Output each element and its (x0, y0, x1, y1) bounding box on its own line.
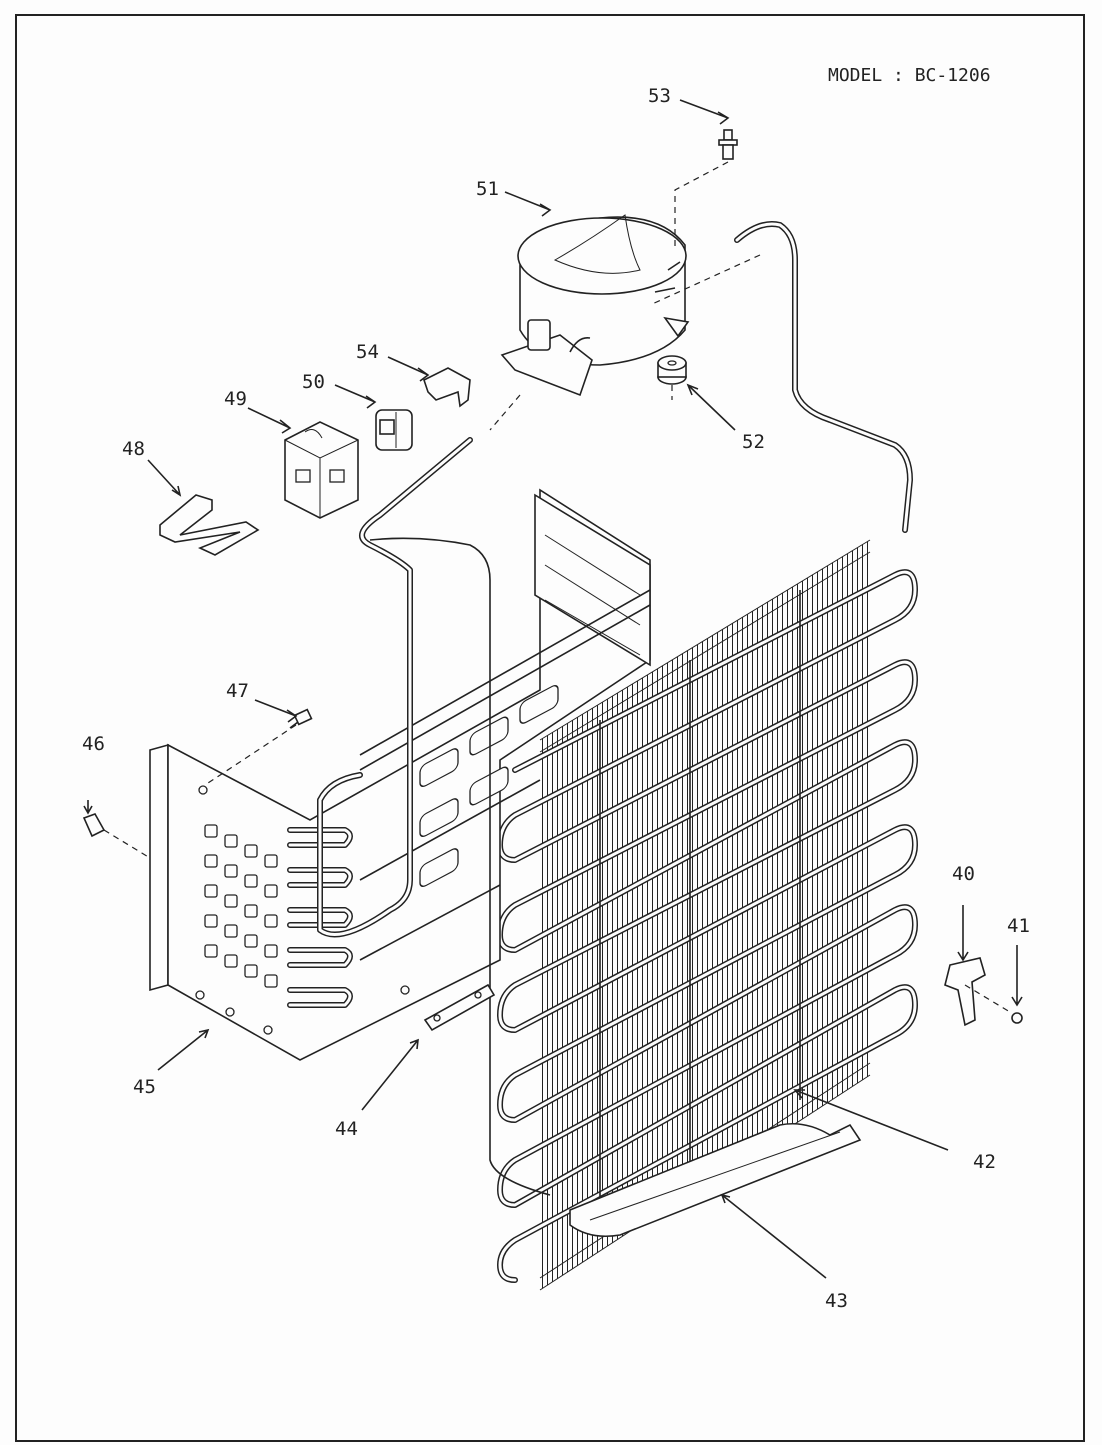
sheet-border (15, 14, 1085, 1442)
screw-41 (1011, 1012, 1023, 1024)
frame-slots (419, 684, 559, 888)
callout-45: 45 (133, 1076, 156, 1098)
model-label: MODEL : BC-1206 (828, 65, 991, 86)
callout-52: 52 (742, 431, 765, 453)
callout-41: 41 (1007, 915, 1030, 937)
callout-48: 48 (122, 438, 145, 460)
mounting-plate (423, 983, 496, 1032)
condenser-coil (497, 539, 918, 1291)
callout-54: 54 (356, 341, 379, 363)
frame-hole-grid (204, 824, 278, 988)
fastener-46 (82, 813, 106, 838)
callout-51: 51 (476, 178, 499, 200)
terminal-cover (423, 367, 471, 408)
leader-lines (83, 99, 1023, 1279)
relay-box (284, 421, 359, 519)
mounting-bolt (718, 129, 738, 160)
callout-42: 42 (973, 1151, 996, 1173)
side-bracket (944, 957, 986, 1027)
rubber-grommet (657, 355, 687, 385)
overload-protector (375, 409, 413, 451)
refrigerant-tubing (317, 221, 913, 1196)
drip-tray (569, 1122, 862, 1238)
callout-47: 47 (226, 680, 249, 702)
callout-43: 43 (825, 1290, 848, 1312)
callout-numbers: 40 41 42 43 44 45 46 47 48 49 50 51 52 5… (82, 85, 1030, 1312)
callout-50: 50 (302, 371, 325, 393)
callout-49: 49 (224, 388, 247, 410)
compressor (500, 214, 690, 397)
retainer-clip (159, 494, 260, 556)
callout-40: 40 (952, 863, 975, 885)
screw-47 (289, 708, 313, 729)
callout-44: 44 (335, 1118, 358, 1140)
callout-46: 46 (82, 733, 105, 755)
callout-53: 53 (648, 85, 671, 107)
